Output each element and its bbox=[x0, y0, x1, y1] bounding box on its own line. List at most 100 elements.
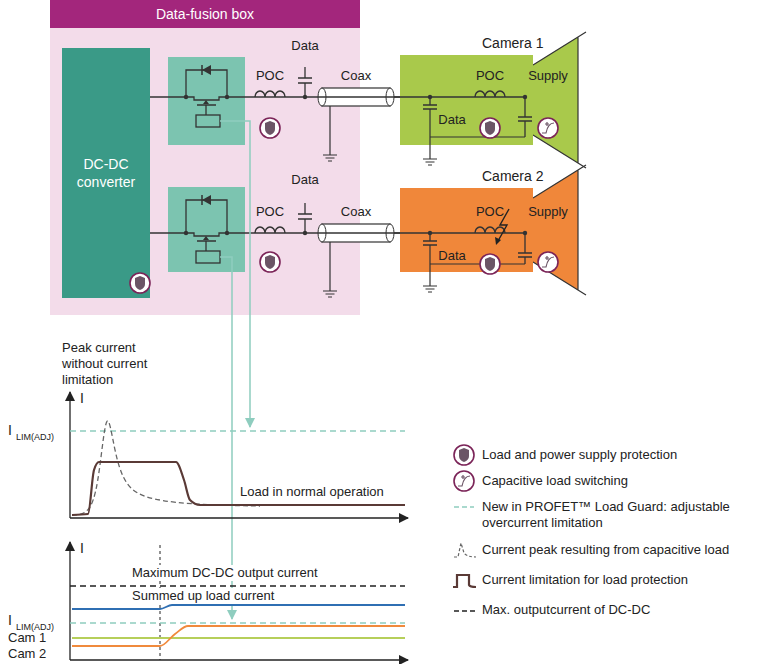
inductor-coil bbox=[255, 91, 285, 97]
cam2-current-curve bbox=[72, 626, 405, 646]
camera-circuit bbox=[400, 55, 533, 145]
protection-icon bbox=[260, 118, 280, 138]
capacitor-symbol bbox=[423, 97, 437, 109]
capacitor-symbol bbox=[298, 67, 312, 97]
smart-switch bbox=[168, 57, 245, 145]
graph-label: Summed up load current bbox=[130, 588, 276, 604]
coax-core bbox=[318, 96, 400, 97]
switch-block bbox=[168, 57, 245, 145]
fault-bolt-head bbox=[495, 237, 501, 245]
switch-wiring bbox=[168, 70, 245, 115]
diode-bar bbox=[201, 195, 203, 205]
camera-return bbox=[430, 136, 525, 137]
signal-label: POC bbox=[256, 68, 284, 83]
limit-line bbox=[70, 430, 405, 431]
diode-symbol bbox=[202, 65, 211, 75]
graph-label: I bbox=[80, 390, 84, 407]
camera-box: Camera 1 bbox=[400, 55, 533, 145]
graph-label: I bbox=[80, 540, 84, 557]
legend-peak bbox=[454, 543, 476, 557]
graph-label: Maximum DC-DC output current bbox=[130, 565, 320, 581]
camera-circuit bbox=[400, 188, 533, 272]
graph-label: I bbox=[8, 422, 12, 439]
legend-text: Max. outputcurrent of DC-DC bbox=[482, 602, 772, 618]
peak-current-curve bbox=[72, 421, 260, 515]
signal-label: POC bbox=[476, 204, 504, 219]
signal-label: POC bbox=[256, 204, 284, 219]
diode-bar bbox=[201, 65, 203, 75]
limit-pointer bbox=[220, 121, 250, 427]
camera-wire bbox=[400, 232, 525, 234]
legend-text: Load and power supply protection bbox=[482, 447, 772, 463]
driver-box bbox=[196, 251, 220, 263]
coax-cable bbox=[318, 224, 400, 242]
sum-current-curve bbox=[72, 605, 405, 609]
box-heading: Data-fusion box bbox=[50, 0, 360, 28]
protection-icon bbox=[480, 254, 500, 274]
lens-edge bbox=[533, 165, 586, 295]
legend-limit-curve bbox=[453, 575, 476, 587]
capacitive-switch-icon bbox=[538, 252, 558, 272]
legend-limit-line bbox=[454, 506, 474, 508]
legend-text: Current limitation for load protection bbox=[482, 572, 772, 588]
legend-text: Capacitive load switching bbox=[482, 473, 772, 489]
coax-cable bbox=[318, 88, 400, 106]
signal-label: Data bbox=[438, 112, 465, 127]
mosfet-arrow bbox=[203, 100, 209, 104]
converter-box: DC-DC converter bbox=[62, 48, 150, 298]
junction-dot bbox=[225, 95, 229, 99]
camera-box: Camera 2 bbox=[400, 188, 533, 272]
diode-symbol bbox=[202, 195, 211, 205]
inductor-coil bbox=[475, 91, 505, 97]
cam1-current bbox=[72, 637, 405, 639]
junction-dot bbox=[184, 95, 188, 99]
switch-wiring bbox=[168, 200, 245, 251]
junction-dot bbox=[225, 231, 229, 235]
lens-edge bbox=[533, 32, 586, 168]
signal-label: POC bbox=[476, 68, 504, 83]
capacitive-switch-icon bbox=[538, 118, 558, 138]
inductor-coil bbox=[475, 227, 505, 233]
signal-label: Data bbox=[438, 248, 465, 263]
legend-max-line bbox=[454, 610, 476, 611]
legend-text: New in PROFET™ Load Guard: adjustable ov… bbox=[482, 499, 772, 531]
graph-label: Cam 1 bbox=[8, 630, 46, 646]
camera-heading: Camera 2 bbox=[482, 168, 543, 185]
protection-icon bbox=[454, 445, 474, 465]
legend-text: Current peak resulting from capacitive l… bbox=[482, 542, 772, 558]
converter-icons bbox=[62, 48, 150, 298]
camera-wire bbox=[400, 96, 525, 98]
capacitor-symbol bbox=[423, 233, 437, 245]
camera-lens bbox=[533, 37, 578, 163]
x-axis bbox=[70, 517, 408, 518]
shield-symbol bbox=[265, 121, 275, 135]
capacitive-switch-icon bbox=[454, 471, 474, 491]
signal-label: Data bbox=[291, 38, 318, 53]
y-axis bbox=[69, 392, 70, 518]
signal-label: Supply bbox=[528, 68, 568, 83]
shield-symbol bbox=[135, 276, 145, 290]
shield-symbol bbox=[459, 448, 469, 462]
coax-core bbox=[318, 232, 400, 233]
graph-label: Load in normal operation bbox=[238, 484, 386, 500]
capacitor-symbol bbox=[518, 97, 532, 137]
charge-curve bbox=[542, 256, 554, 267]
shield-symbol bbox=[265, 255, 275, 269]
ground-symbol bbox=[323, 106, 337, 161]
x-axis bbox=[70, 659, 408, 660]
capacitor-symbol bbox=[298, 203, 312, 233]
camera-heading: Camera 1 bbox=[482, 35, 543, 52]
graph-label: LIM(ADJ) bbox=[16, 431, 54, 443]
driver-box bbox=[196, 115, 220, 127]
limit-line bbox=[70, 622, 405, 623]
camera-lens bbox=[533, 170, 578, 290]
max-current-line bbox=[70, 585, 405, 586]
signal-label: Supply bbox=[528, 204, 568, 219]
ground-symbol bbox=[323, 242, 337, 297]
fusion-box-body bbox=[50, 0, 360, 315]
protection-icon bbox=[480, 118, 500, 138]
charge-curve bbox=[458, 475, 470, 486]
mosfet-arrow bbox=[203, 236, 209, 240]
graph-label: I bbox=[8, 612, 12, 629]
capacitor-symbol bbox=[518, 233, 532, 264]
